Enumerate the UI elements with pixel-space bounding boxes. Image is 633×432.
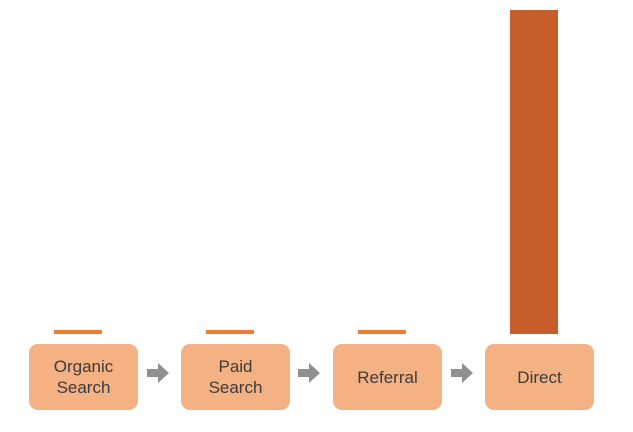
flow-step-label: Organic [53, 357, 114, 376]
flow-step-organic-search: Organic Search [29, 344, 138, 410]
right-arrow-icon [451, 363, 473, 383]
flow-step-referral: Referral [333, 344, 442, 410]
arrow-head [158, 363, 169, 383]
arrow-head [462, 363, 473, 383]
flow-step-label: Referral [357, 367, 418, 387]
flow-step-direct: Direct [485, 344, 594, 410]
bar-paid-search [206, 330, 254, 334]
flow-step-paid-search: Paid Search [181, 344, 290, 410]
arrow-tail [298, 369, 309, 377]
flow-step-label: Search [56, 378, 111, 397]
right-arrow-icon [147, 363, 169, 383]
arrow-tail [147, 369, 158, 377]
arrow-head [309, 363, 320, 383]
flow-step-label: Direct [517, 367, 562, 387]
flow-step-label: Search [208, 378, 263, 397]
bar-organic-search [54, 330, 102, 334]
bar-direct [510, 10, 558, 334]
flow-step-label: Paid [218, 357, 253, 376]
right-arrow-icon [298, 363, 320, 383]
arrow-tail [451, 369, 462, 377]
bar-referral [358, 330, 406, 334]
